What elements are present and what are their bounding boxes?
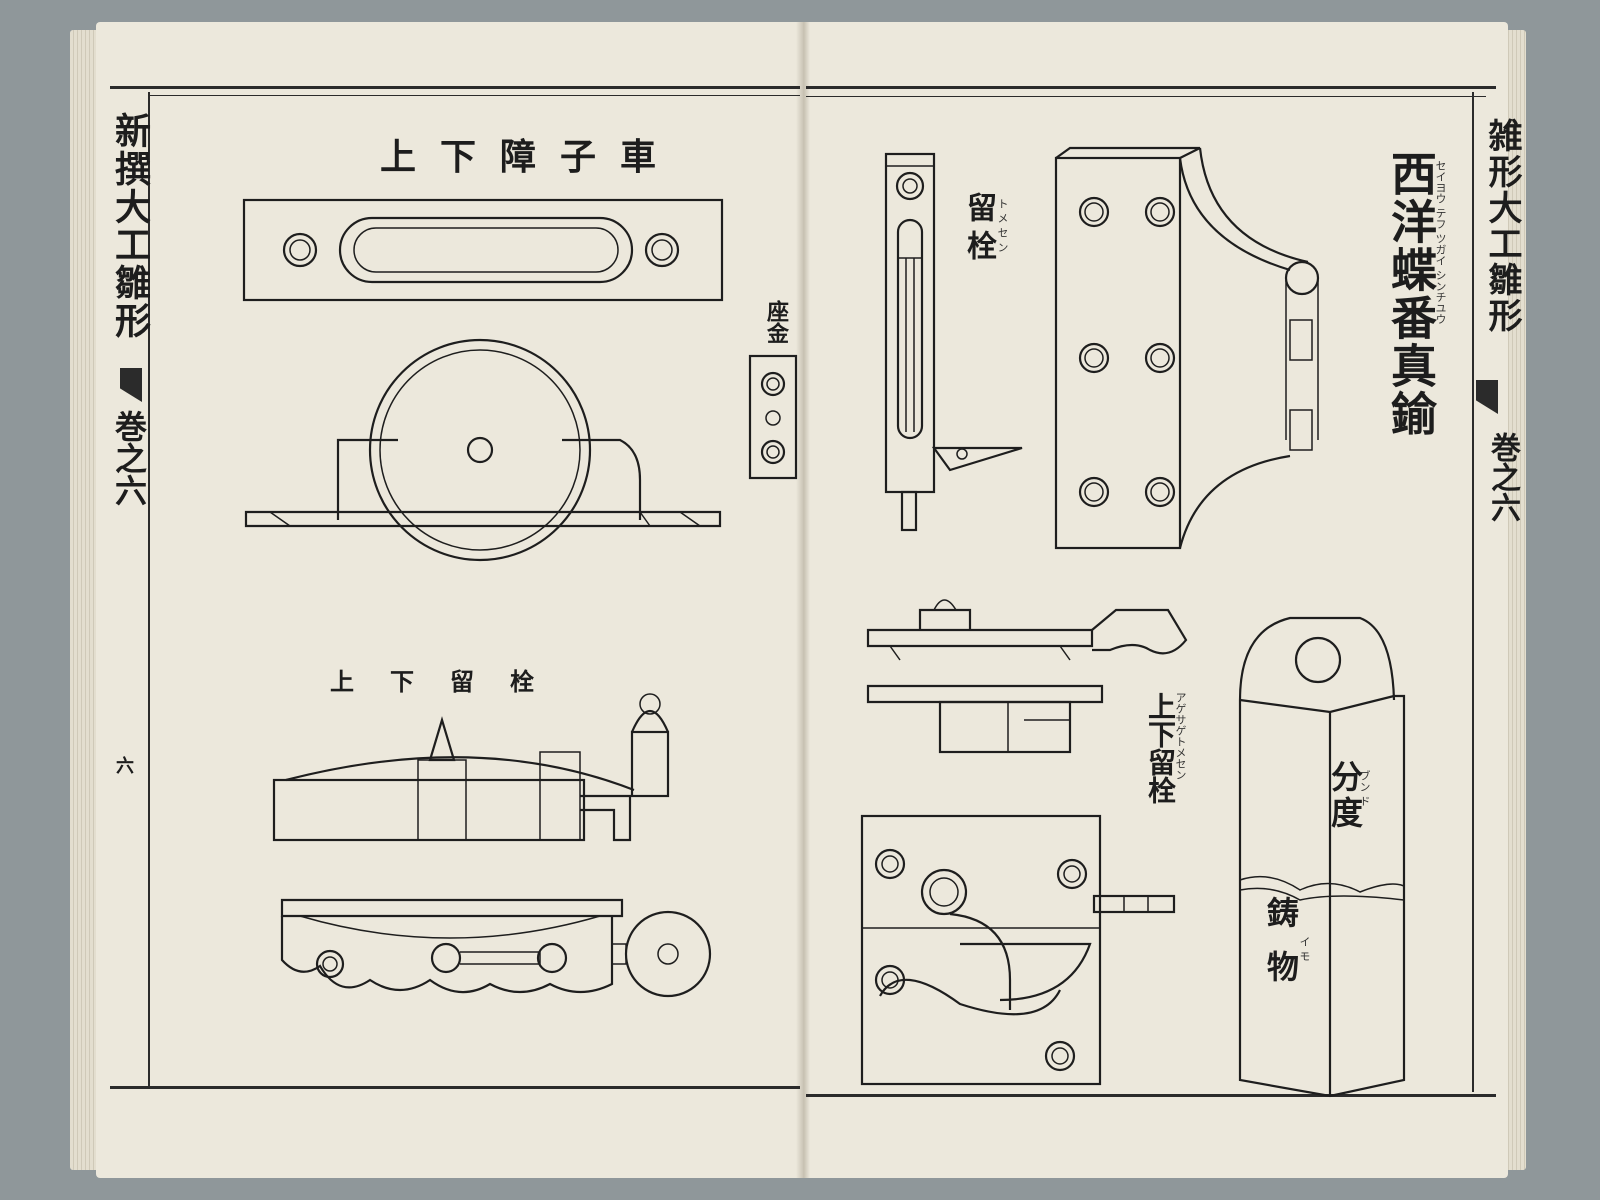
latch-plate-drawing	[860, 814, 1176, 1086]
zagane-washer-drawing	[748, 354, 798, 480]
right-label-agesage-ruby: アゲサゲトメセン	[1174, 692, 1187, 780]
left-heading-updown-bolt: 栓留下上	[330, 667, 570, 696]
tomesen-bolt-drawing	[884, 152, 1023, 532]
left-page-number: 六	[116, 756, 134, 777]
cast-pillar-drawing	[1238, 616, 1406, 1098]
right-label-tomesen-ruby: ト メ セ ン	[996, 198, 1009, 253]
right-page	[802, 22, 1508, 1178]
right-label-agesage-tomesen: 上下留栓	[1144, 692, 1177, 804]
right-frame-line	[1472, 92, 1474, 1092]
right-title-hinge: 西洋蝶番真鍮	[1384, 150, 1438, 438]
book-gutter	[796, 22, 810, 1178]
updown-bolt-plate-drawing	[280, 898, 712, 998]
western-hinge-drawing	[1054, 146, 1320, 550]
right-margin-title: 雑形大工雛形	[1482, 118, 1522, 334]
right-margin-volume: 巻之六	[1485, 432, 1520, 522]
left-frame-line	[148, 92, 150, 1087]
left-label-zagane: 座金	[763, 300, 789, 344]
updown-slide-bolt-drawing	[866, 599, 1188, 754]
left-heading-pulley-latch: 車子障下上	[380, 136, 681, 178]
pulley-wheel-drawing	[244, 338, 722, 562]
pulley-plate-drawing	[242, 198, 724, 302]
left-inner-top-rule	[148, 95, 800, 96]
left-bottom-rule	[110, 1086, 800, 1089]
left-margin-volume: 巻之六	[110, 410, 148, 506]
right-label-tomesen: 留栓	[961, 192, 996, 268]
right-inner-top-rule	[806, 96, 1486, 97]
right-label-bundo-ruby: ブン ド	[1358, 770, 1371, 807]
right-label-bundo: 分度	[1326, 760, 1364, 832]
right-label-imono: 鋳物	[1262, 896, 1300, 1004]
right-title-ruby: セイヨウ テフ ツガイ シンチユウ	[1434, 160, 1447, 325]
right-bottom-rule	[806, 1094, 1496, 1097]
left-page	[96, 22, 804, 1178]
right-top-rule	[806, 86, 1496, 89]
right-label-imono-ruby: イ モ	[1298, 936, 1311, 962]
left-top-rule	[110, 86, 800, 89]
updown-bolt-side-drawing	[272, 693, 670, 842]
left-margin-title: 新撰大工雛形	[109, 112, 151, 340]
